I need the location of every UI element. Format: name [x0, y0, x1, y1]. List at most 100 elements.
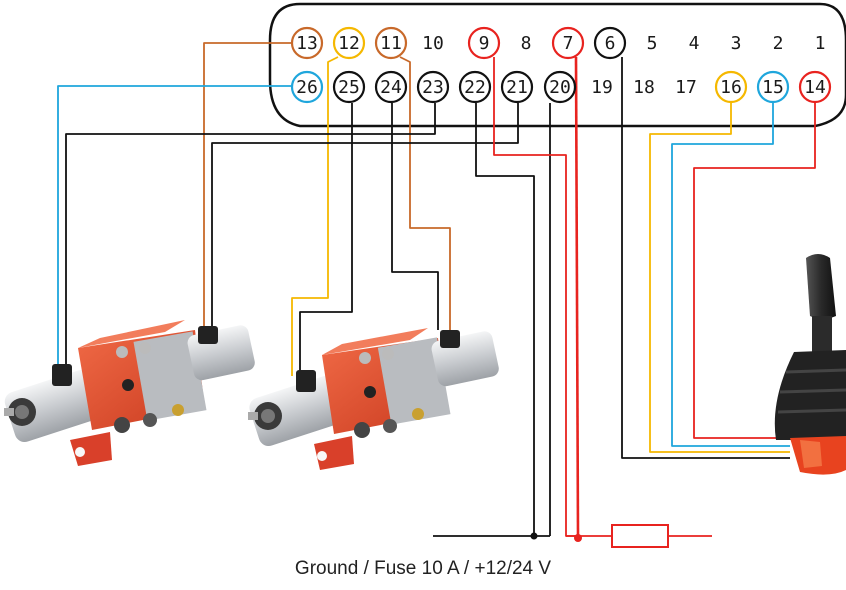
valve-right-solenoid-b — [431, 330, 499, 387]
pin-ring — [543, 70, 577, 104]
pin-label: 24 — [380, 77, 402, 98]
pin-bottom-20: 20 — [543, 70, 577, 104]
pin-label: 23 — [422, 77, 444, 98]
wire-pin9-red — [493, 57, 580, 537]
pin-top-13: 13 — [290, 26, 324, 60]
pin-top-10: 10 — [422, 33, 444, 54]
pin-label: 17 — [675, 77, 697, 98]
wire-pin24-black — [391, 103, 439, 330]
pin-top-5: 5 — [647, 33, 658, 54]
pin-bottom-18: 18 — [633, 77, 655, 98]
wire-pin16-yellow — [649, 103, 790, 453]
pin-ring — [551, 26, 585, 60]
pin-bottom-14: 14 — [798, 70, 832, 104]
wire-pin25-black — [299, 103, 353, 370]
wire-pin7-red — [574, 56, 580, 537]
pin-label: 14 — [804, 77, 826, 98]
wire-pin23-black — [65, 103, 436, 368]
pin-bottom-21: 21 — [500, 70, 534, 104]
pin-label: 1 — [815, 33, 826, 54]
pin-label: 21 — [506, 77, 528, 98]
pin-bottom-22: 22 — [458, 70, 492, 104]
valve-left-solenoid-a — [4, 364, 102, 443]
pin-label: 13 — [296, 33, 318, 54]
pin-top-11: 11 — [374, 26, 408, 60]
pin-ring — [458, 70, 492, 104]
pin-ring — [332, 70, 366, 104]
pin-bottom-23: 23 — [416, 70, 450, 104]
wire-pin13-brown — [203, 42, 291, 330]
wire-pin6-black — [621, 57, 790, 459]
wire-pin21-black — [211, 103, 519, 330]
pin-bottom-15: 15 — [756, 70, 790, 104]
pin-ring — [290, 26, 324, 60]
valve-right-body — [314, 328, 451, 470]
valve-right-solenoid-a — [248, 370, 346, 447]
pin-label: 20 — [549, 77, 571, 98]
fuse-icon — [611, 524, 669, 548]
pin-bottom-16: 16 — [714, 70, 748, 104]
valve-left-body — [70, 320, 207, 466]
pin-top-9: 9 — [467, 26, 501, 60]
pin-label: 11 — [380, 33, 402, 54]
pin-bottom-19: 19 — [591, 77, 613, 98]
pin-label: 7 — [563, 33, 574, 54]
pin-label: 12 — [338, 33, 360, 54]
pin-ring — [798, 70, 832, 104]
wire-pin12-yellow — [291, 56, 339, 376]
pin-label: 4 — [689, 33, 700, 54]
pin-top-4: 4 — [689, 33, 700, 54]
pin-ring — [374, 70, 408, 104]
pin-label: 19 — [591, 77, 613, 98]
wire-pin26-blue — [57, 85, 291, 372]
wire-pin11-brown — [399, 56, 451, 330]
pin-label: 6 — [605, 33, 616, 54]
supply-caption: Ground / Fuse 10 A / +12/24 V — [294, 558, 552, 579]
pin-label: 16 — [720, 77, 742, 98]
valve-left-solenoid-b — [187, 325, 255, 381]
pin-ring — [756, 70, 790, 104]
pin-top-2: 2 — [773, 33, 784, 54]
pin-bottom-25: 25 — [332, 70, 366, 104]
wire-pin15-blue — [671, 103, 790, 447]
pin-ring — [500, 70, 534, 104]
pin-ring — [714, 70, 748, 104]
pin-bottom-17: 17 — [675, 77, 697, 98]
wire-pin22-black — [475, 103, 535, 536]
wires — [57, 42, 816, 537]
pin-label: 10 — [422, 33, 444, 54]
pin-label: 8 — [521, 33, 532, 54]
joystick-icon — [774, 254, 846, 475]
pin-label: 15 — [762, 77, 784, 98]
pin-label: 3 — [731, 33, 742, 54]
pin-label: 18 — [633, 77, 655, 98]
pin-top-1: 1 — [815, 33, 826, 54]
pin-label: 22 — [464, 77, 486, 98]
pin-top-8: 8 — [521, 33, 532, 54]
connector-housing — [268, 2, 846, 128]
pin-top-7: 7 — [551, 26, 585, 60]
pin-bottom-24: 24 — [374, 70, 408, 104]
valve-block-icon — [4, 320, 255, 466]
pin-ring — [332, 26, 366, 60]
valve-block-icon — [248, 328, 499, 470]
pin-label: 9 — [479, 33, 490, 54]
pin-label: 26 — [296, 77, 318, 98]
pin-ring — [374, 26, 408, 60]
pin-ring — [290, 70, 324, 104]
pin-top-6: 6 — [593, 26, 627, 60]
wire-pin14-red — [693, 103, 816, 439]
pin-ring — [593, 26, 627, 60]
supply-junction — [574, 534, 582, 542]
pin-bottom-26: 26 — [290, 70, 324, 104]
pin-ring — [416, 70, 450, 104]
pin-ring — [467, 26, 501, 60]
pin-top-3: 3 — [731, 33, 742, 54]
ground-junction — [530, 532, 538, 540]
pin-label: 2 — [773, 33, 784, 54]
pin-label: 5 — [647, 33, 658, 54]
pin-label: 25 — [338, 77, 360, 98]
pin-top-12: 12 — [332, 26, 366, 60]
